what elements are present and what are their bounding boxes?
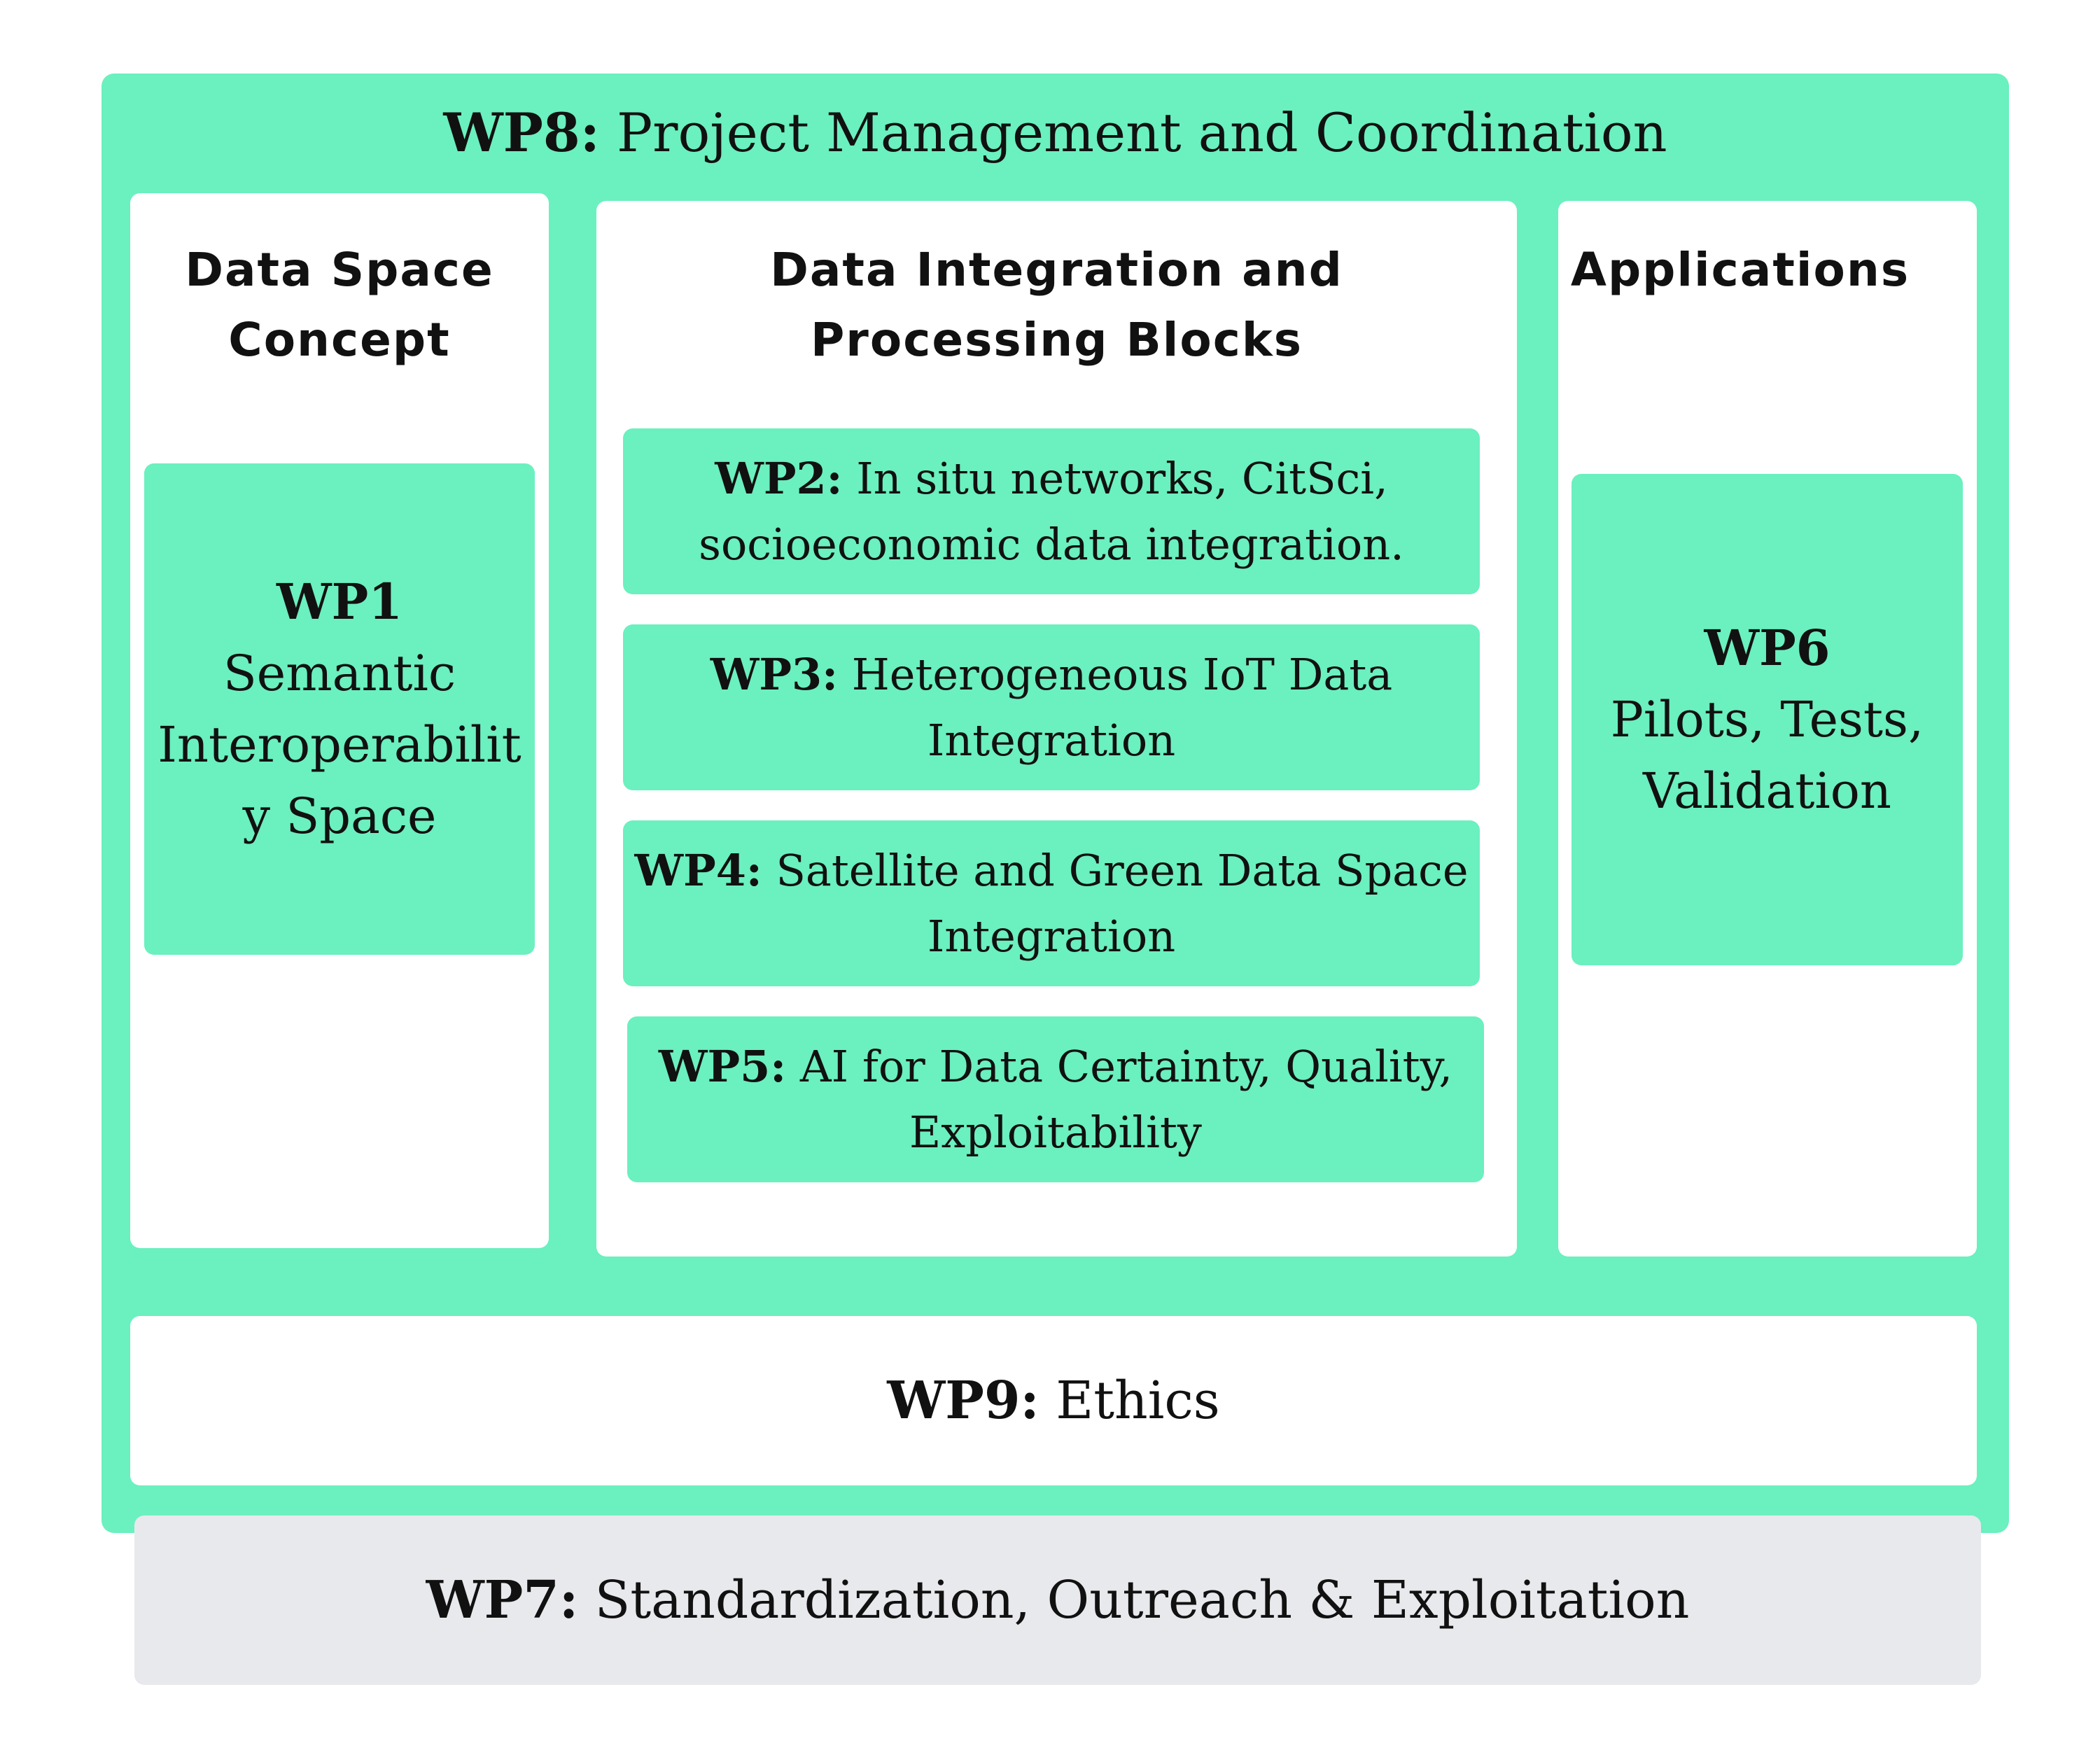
wp3-line1: WP3: Heterogeneous IoT Data bbox=[710, 642, 1393, 708]
wp1-line3: y Space bbox=[242, 788, 437, 845]
integration-heading-line2: Processing Blocks bbox=[810, 313, 1303, 367]
wp3-text1: Heterogeneous IoT Data bbox=[851, 648, 1393, 700]
wp2-code: WP2: bbox=[715, 452, 843, 504]
applications-heading-text: Applications bbox=[1570, 243, 1910, 297]
wp1-line2: Interoperabilit bbox=[158, 716, 522, 774]
wp5-box: WP5: AI for Data Certainty, Quality, Exp… bbox=[627, 1016, 1484, 1182]
integration-heading: Data Integration and Processing Blocks bbox=[596, 235, 1517, 375]
wp8-code: WP8: bbox=[443, 102, 600, 164]
wp6-box: WP6 Pilots, Tests, Validation bbox=[1572, 474, 1963, 965]
wp4-box: WP4: Satellite and Green Data Space Inte… bbox=[623, 820, 1480, 986]
wp5-line2: Exploitability bbox=[909, 1106, 1202, 1158]
wp2-text1: In situ networks, CitSci, bbox=[856, 452, 1388, 504]
wp3-line2: Integration bbox=[927, 714, 1176, 766]
wp2-line1: WP2: In situ networks, CitSci, bbox=[715, 446, 1388, 512]
wp2-line2: socioeconomic data integration. bbox=[699, 518, 1404, 570]
wp9-box: WP9: Ethics bbox=[130, 1316, 1977, 1485]
wp4-line2: Integration bbox=[927, 910, 1176, 962]
wp5-text1: AI for Data Certainty, Quality, bbox=[799, 1040, 1453, 1092]
wp9-code: WP9: bbox=[887, 1371, 1040, 1431]
wp7-code: WP7: bbox=[426, 1570, 579, 1630]
wp5-line1: WP5: AI for Data Certainty, Quality, bbox=[659, 1034, 1452, 1100]
wp3-box: WP3: Heterogeneous IoT Data Integration bbox=[623, 624, 1480, 790]
wp6-code: WP6 bbox=[1704, 619, 1830, 677]
wp4-code: WP4: bbox=[634, 844, 762, 896]
wp2-box: WP2: In situ networks, CitSci, socioecon… bbox=[623, 428, 1480, 594]
wp1-box: WP1 Semantic Interoperabilit y Space bbox=[144, 463, 535, 955]
wp7-title: Standardization, Outreach & Exploitation bbox=[594, 1570, 1690, 1630]
integration-heading-line1: Data Integration and bbox=[770, 243, 1343, 297]
data-space-heading-line2: Concept bbox=[228, 313, 451, 367]
wp9-title: Ethics bbox=[1056, 1371, 1220, 1431]
wp1-line1: Semantic bbox=[223, 645, 456, 702]
wp7-box: WP7: Standardization, Outreach & Exploit… bbox=[134, 1516, 1981, 1685]
wp7-label: WP7: Standardization, Outreach & Exploit… bbox=[426, 1570, 1690, 1630]
wp4-text1: Satellite and Green Data Space bbox=[776, 844, 1469, 896]
wp6-line2: Validation bbox=[1643, 762, 1891, 820]
wp9-label: WP9: Ethics bbox=[887, 1371, 1220, 1431]
applications-heading: Applications bbox=[1558, 235, 1922, 305]
wp1-code: WP1 bbox=[276, 573, 402, 631]
data-space-heading: Data Space Concept bbox=[130, 235, 549, 375]
wp5-code: WP5: bbox=[658, 1040, 787, 1092]
wp4-line1: WP4: Satellite and Green Data Space bbox=[634, 838, 1468, 904]
wp8-label: Project Management and Coordination bbox=[617, 102, 1667, 164]
data-space-heading-line1: Data Space bbox=[185, 243, 494, 297]
wp3-code: WP3: bbox=[710, 648, 838, 700]
wp8-title: WP8: Project Management and Coordination bbox=[102, 102, 2009, 164]
wp6-line1: Pilots, Tests, bbox=[1610, 691, 1924, 748]
